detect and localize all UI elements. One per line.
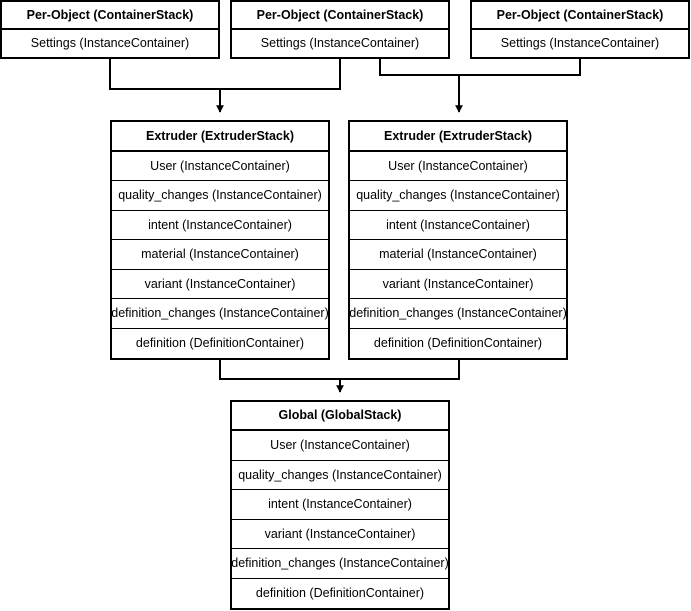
node-extruder-1-row-variant: variant (InstanceContainer)	[112, 270, 328, 300]
node-extruder-2-row-material: material (InstanceContainer)	[350, 240, 566, 270]
node-per-object-2-header: Per-Object (ContainerStack)	[232, 2, 448, 30]
node-global-row-definition: definition (DefinitionContainer)	[255, 586, 425, 601]
node-extruder-2-row-user: User (InstanceContainer)	[350, 152, 566, 182]
edge-perobject1-to-extruder1	[109, 59, 220, 90]
node-extruder-2[interactable]: Extruder (ExtruderStack) User (InstanceC…	[348, 120, 568, 360]
node-extruder-1-row-definition: definition (DefinitionContainer)	[135, 336, 305, 350]
node-per-object-1[interactable]: Per-Object (ContainerStack) Settings (In…	[0, 0, 220, 59]
node-per-object-3-header: Per-Object (ContainerStack)	[472, 2, 688, 30]
edge-perobject2-to-extruder2	[379, 59, 459, 76]
node-extruder-1-row-material: material (InstanceContainer)	[112, 240, 328, 270]
node-extruder-1-row-definition-changes: definition_changes (InstanceContainer)	[111, 299, 329, 329]
node-global-row-quality-changes: quality_changes (InstanceContainer)	[232, 461, 448, 491]
node-extruder-2-row-variant: variant (InstanceContainer)	[350, 270, 566, 300]
node-per-object-3[interactable]: Per-Object (ContainerStack) Settings (In…	[470, 0, 690, 59]
node-per-object-2[interactable]: Per-Object (ContainerStack) Settings (In…	[230, 0, 450, 59]
node-per-object-3-row-settings: Settings (InstanceContainer)	[500, 36, 660, 51]
node-global-row-variant: variant (InstanceContainer)	[232, 520, 448, 550]
node-extruder-2-header: Extruder (ExtruderStack)	[350, 122, 566, 152]
node-per-object-2-row-settings: Settings (InstanceContainer)	[260, 36, 420, 51]
edge-extruder2-to-global	[340, 360, 460, 380]
node-per-object-1-row-settings: Settings (InstanceContainer)	[30, 36, 190, 51]
node-extruder-1-row-intent: intent (InstanceContainer)	[112, 211, 328, 241]
node-global-row-definition-changes: definition_changes (InstanceContainer)	[231, 549, 449, 579]
node-extruder-1-row-user: User (InstanceContainer)	[112, 152, 328, 182]
edge-perobject2-to-extruder1	[220, 59, 341, 90]
node-extruder-2-row-intent: intent (InstanceContainer)	[350, 211, 566, 241]
node-global-row-intent: intent (InstanceContainer)	[232, 490, 448, 520]
node-extruder-2-row-definition: definition (DefinitionContainer)	[373, 336, 543, 350]
node-per-object-1-header: Per-Object (ContainerStack)	[2, 2, 218, 30]
node-global-row-user: User (InstanceContainer)	[232, 431, 448, 461]
node-global[interactable]: Global (GlobalStack) User (InstanceConta…	[230, 400, 450, 610]
edge-perobject3-to-extruder2	[459, 59, 581, 76]
node-extruder-2-row-quality-changes: quality_changes (InstanceContainer)	[350, 181, 566, 211]
node-extruder-2-row-definition-changes: definition_changes (InstanceContainer)	[349, 299, 567, 329]
edge-extruder1-to-global	[219, 360, 340, 380]
node-extruder-1[interactable]: Extruder (ExtruderStack) User (InstanceC…	[110, 120, 330, 360]
node-global-header: Global (GlobalStack)	[232, 402, 448, 432]
node-extruder-1-row-quality-changes: quality_changes (InstanceContainer)	[112, 181, 328, 211]
node-extruder-1-header: Extruder (ExtruderStack)	[112, 122, 328, 152]
